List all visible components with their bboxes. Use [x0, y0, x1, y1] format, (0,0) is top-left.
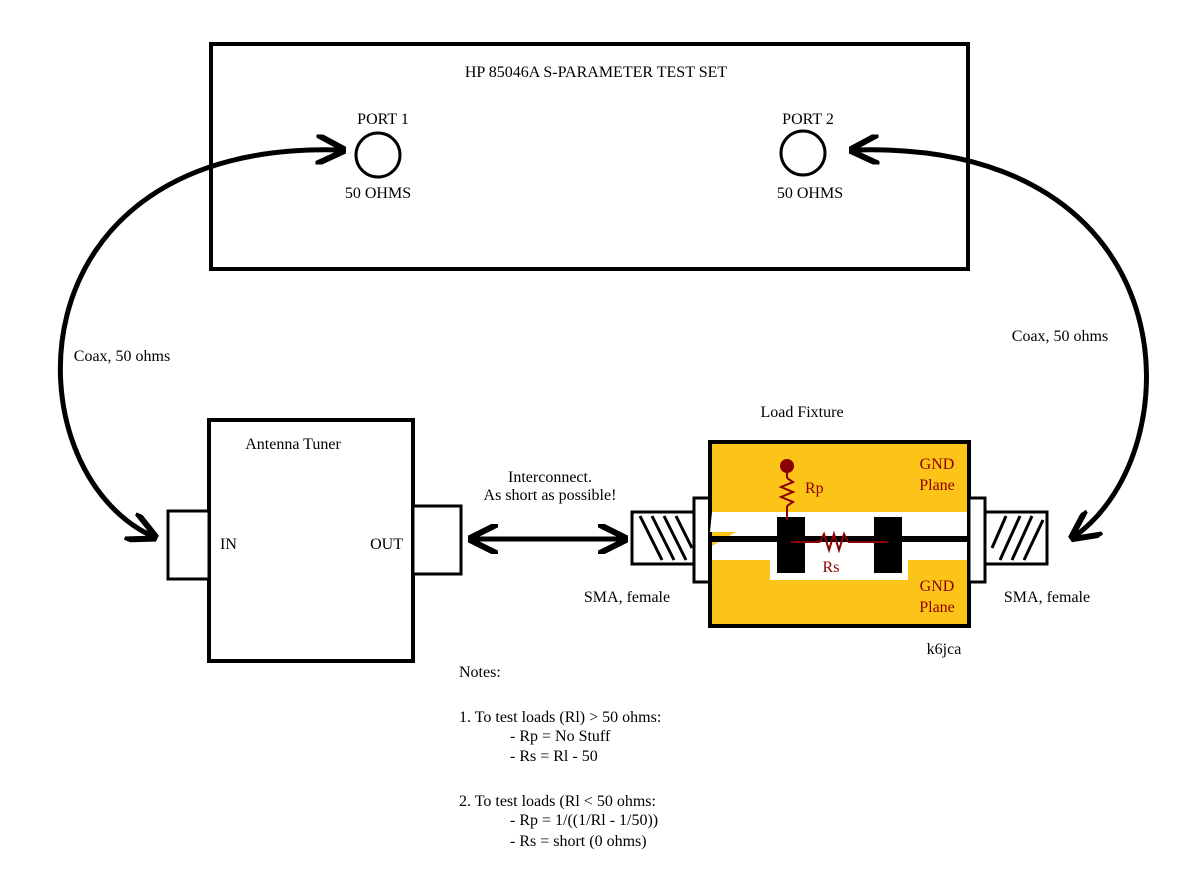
coax-right-label: Coax, 50 ohms: [1012, 328, 1108, 345]
note2-title: 2. To test loads (Rl < 50 ohms:: [459, 793, 656, 810]
sma-left-connector[interactable]: [630, 496, 712, 584]
gnd-top-line1: GND: [920, 456, 955, 473]
rp-label: Rp: [805, 480, 824, 497]
coax-right-cable: [855, 150, 1149, 536]
note1-rp: - Rp = No Stuff: [510, 728, 611, 745]
gnd-bottom-line1: GND: [920, 578, 955, 595]
tuner-in-label: IN: [220, 536, 237, 553]
gnd-bottom-line2: Plane: [919, 599, 955, 616]
note1-title: 1. To test loads (Rl) > 50 ohms:: [459, 709, 661, 726]
coax-left-cable: [57, 150, 340, 536]
pad-right: [874, 517, 902, 573]
tuner-out-label: OUT: [370, 536, 403, 553]
interconnect-line1: Interconnect.: [508, 469, 592, 486]
port2-label: PORT 2: [782, 111, 834, 128]
sma-right-label: SMA, female: [1004, 589, 1090, 606]
port1-impedance: 50 OHMS: [345, 185, 411, 202]
rs-resistor: [791, 530, 888, 554]
test-set-title: HP 85046A S-PARAMETER TEST SET: [465, 64, 728, 81]
note1-rs: - Rs = Rl - 50: [510, 748, 598, 765]
coax-left-label: Coax, 50 ohms: [74, 348, 170, 365]
gnd-top-line2: Plane: [919, 477, 955, 494]
port1-label: PORT 1: [357, 111, 409, 128]
notes-heading: Notes:: [459, 664, 501, 681]
antenna-tuner-box: [207, 418, 415, 663]
tuner-out-connector[interactable]: [411, 504, 463, 576]
port2-impedance: 50 OHMS: [777, 185, 843, 202]
rs-label: Rs: [823, 559, 840, 576]
note2-rs: - Rs = short (0 ohms): [510, 833, 647, 850]
port1-connector[interactable]: [354, 131, 402, 179]
sma-left-label: SMA, female: [584, 589, 670, 606]
tuner-in-connector[interactable]: [166, 509, 211, 581]
sma-right-connector[interactable]: [967, 496, 1049, 584]
fixture-title: Load Fixture: [760, 404, 843, 421]
note2-rp: - Rp = 1/((1/Rl - 1/50)): [510, 812, 658, 829]
port2-connector[interactable]: [779, 129, 827, 177]
tuner-title: Antenna Tuner: [245, 436, 341, 453]
rp-resistor: [778, 459, 796, 520]
pad-left: [777, 517, 805, 573]
interconnect-line2: As short as possible!: [484, 487, 617, 504]
signature: k6jca: [927, 641, 962, 658]
